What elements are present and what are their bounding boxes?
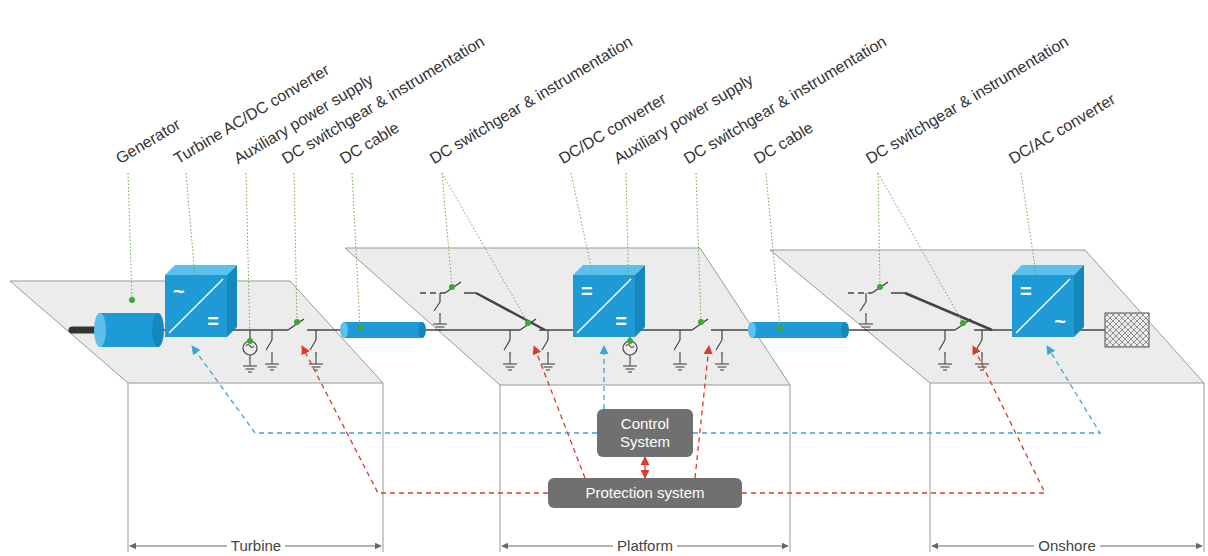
system-link (644, 457, 645, 478)
converter-symbol: = (207, 311, 219, 331)
component-label: DC cable (751, 119, 817, 168)
converter-box: =~ (1012, 275, 1074, 337)
system-label: Protection system (585, 484, 704, 502)
bracket-line (128, 383, 1204, 552)
component-label: DC/AC converter (1006, 90, 1119, 168)
generator (72, 313, 164, 347)
system-box: Control System (597, 409, 693, 457)
leader-line (128, 173, 1040, 341)
component-label: Generator (113, 115, 184, 168)
section-label: Onshore (1034, 537, 1100, 555)
converter-symbol: = (615, 311, 627, 331)
section-label: Platform (613, 537, 677, 555)
converter-cube (165, 265, 1084, 337)
grid-symbol (1105, 313, 1149, 347)
control-signal (192, 346, 597, 433)
control-signal (603, 346, 604, 409)
converter-box: == (573, 275, 635, 337)
platform-plane (10, 248, 1204, 385)
protection-signal (302, 346, 1045, 493)
converter-symbol: ~ (173, 281, 185, 301)
section-label: Turbine (227, 537, 285, 555)
converter-symbol: = (1020, 281, 1032, 301)
control-signal (693, 346, 1100, 433)
converter-symbol: = (581, 281, 593, 301)
system-label: Control System (610, 415, 680, 451)
converter-box: ~= (165, 275, 227, 337)
converter-symbol: ~ (1054, 311, 1066, 331)
system-box: Protection system (548, 478, 742, 508)
